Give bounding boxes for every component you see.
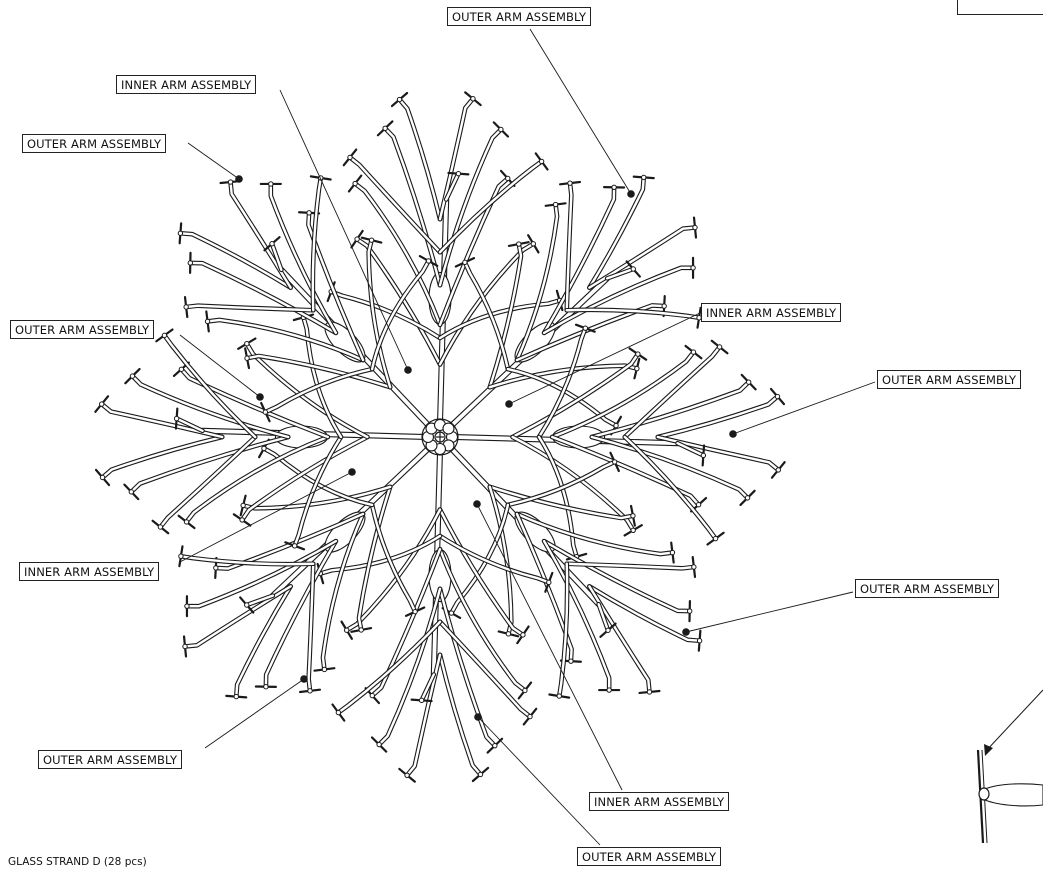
title-block-corner <box>957 0 1043 15</box>
arm-assembly <box>441 443 703 699</box>
label-outer-arm-lower-left: OUTER ARM ASSEMBLY <box>38 750 183 769</box>
label-outer-arm-bottom: OUTER ARM ASSEMBLY <box>577 847 722 866</box>
part-caption: GLASS STRAND D (28 pcs) <box>8 856 147 868</box>
arm-assembly <box>446 174 702 436</box>
leader-lines <box>179 28 876 846</box>
arm-assembly <box>178 438 434 700</box>
label-outer-arm-mid-left: OUTER ARM ASSEMBLY <box>10 320 155 339</box>
label-outer-arm-top: OUTER ARM ASSEMBLY <box>447 7 592 26</box>
label-inner-arm-left: INNER ARM ASSEMBLY <box>19 562 160 581</box>
label-outer-arm-lower-right: OUTER ARM ASSEMBLY <box>855 579 1000 598</box>
arm-assembly <box>94 313 429 551</box>
glass-strand-icon <box>976 689 1043 844</box>
label-inner-arm-right: INNER ARM ASSEMBLY <box>701 303 842 322</box>
center-hub-icon <box>421 418 459 456</box>
label-outer-arm-right: OUTER ARM ASSEMBLY <box>877 370 1022 389</box>
label-inner-arm-top: INNER ARM ASSEMBLY <box>116 75 257 94</box>
arm-assembly <box>451 323 786 561</box>
arm-assemblies <box>94 91 786 783</box>
arm-assembly <box>177 175 439 431</box>
label-outer-arm-upper-left: OUTER ARM ASSEMBLY <box>22 134 167 153</box>
label-inner-arm-bottom: INNER ARM ASSEMBLY <box>589 792 730 811</box>
